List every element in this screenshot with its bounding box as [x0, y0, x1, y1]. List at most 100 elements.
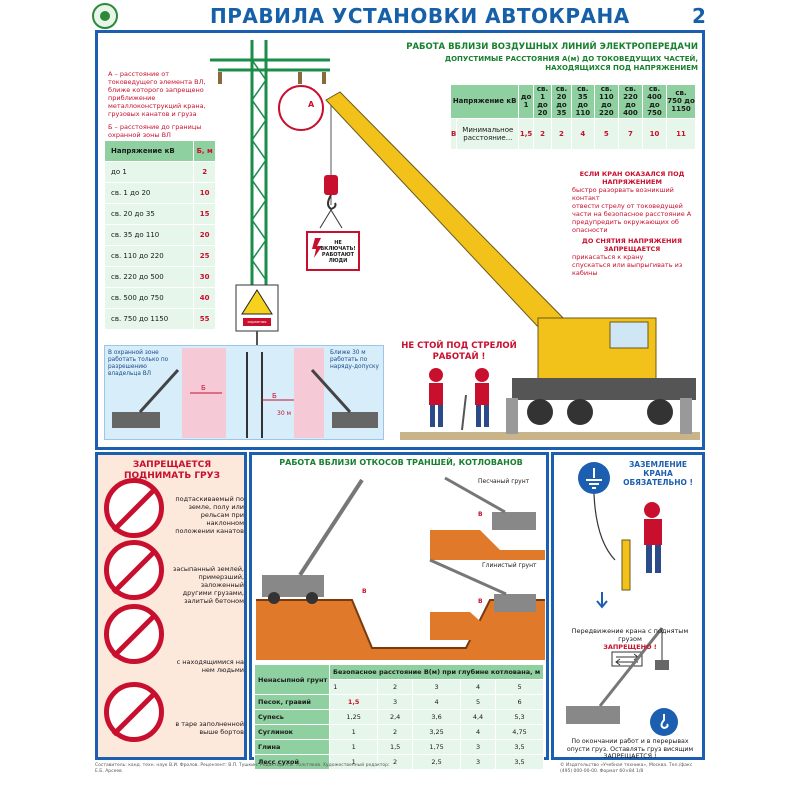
- label-v: В: [478, 598, 483, 605]
- worker-icon: [461, 368, 489, 431]
- distance-row-label: В: [449, 117, 458, 151]
- zone-voltage: св. 750 до 1150: [103, 308, 195, 330]
- publisher-logo-icon: [92, 3, 118, 29]
- label-sandy: Песчаный грунт: [478, 478, 530, 485]
- distance-table: Напряжение кВ до 1 св. 1 до 20 св. 20 до…: [449, 84, 696, 151]
- forbidden-caption: в таре заполненной выше бортов: [175, 720, 244, 736]
- soil-name: Супесь: [253, 709, 331, 725]
- arrow-down-icon: [596, 592, 608, 609]
- zone-value: 55: [193, 308, 216, 330]
- power-lines-subtitle: ДОПУСТИМЫЕ РАССТОЯНИЯ А(м) ДО ТОКОВЕДУЩИ…: [444, 55, 698, 72]
- distance-description: А – расстояние от токоведущего элемента …: [108, 70, 208, 139]
- crane-under-voltage-note: ЕСЛИ КРАН ОКАЗАЛСЯ ПОД НАПРЯЖЕНИЕМ быстр…: [572, 170, 692, 277]
- soil-value: 1: [329, 739, 379, 755]
- inset-note-left: В охранной зоне работать только по разре…: [108, 350, 169, 377]
- warning-board-caption: охранная зона: [247, 319, 267, 329]
- crane-truck-icon: [112, 368, 180, 428]
- move-warning: Передвижение крана с поднятым грузом ЗАП…: [560, 627, 700, 651]
- hook-sign-icon: [650, 708, 678, 736]
- forbidden-lift-title: ЗАПРЕЩАЕТСЯ ПОДНИМАТЬ ГРУЗ: [124, 460, 220, 481]
- footer-publisher: © Издательство «Учебная техника», Москва…: [560, 763, 693, 774]
- forbidden-item: прикасаться к крану: [572, 253, 644, 261]
- ground-cable: [593, 493, 616, 561]
- move-text: Передвижение крана с поднятым грузом: [571, 627, 689, 643]
- desc-a: А – расстояние от токоведущего элемента …: [108, 70, 206, 118]
- prohibition-sign-icon: [104, 682, 164, 742]
- crane-truck-icon: [566, 627, 669, 724]
- zone-value: 20: [193, 224, 216, 246]
- distance-col: св. 220 до 400: [617, 84, 643, 119]
- slope-sandy: [430, 530, 545, 560]
- label-v: В: [478, 511, 483, 518]
- zone-voltage: св. 35 до 110: [103, 224, 195, 246]
- soil-value: 3,5: [495, 754, 544, 770]
- zone-value: 2: [193, 161, 216, 183]
- desc-b: Б – расстояние до границы охранной зоны …: [108, 123, 202, 139]
- zone-header-b: Б, м: [193, 140, 216, 162]
- soil-value: 2: [377, 754, 414, 770]
- soil-depth: 4: [459, 679, 497, 695]
- distance-col: св. 400 до 750: [641, 84, 668, 119]
- page-header: ПРАВИЛА УСТАНОВКИ АВТОКРАНА 2: [0, 0, 800, 32]
- soil-value: 5,3: [495, 709, 544, 725]
- protection-zone-right: [294, 348, 324, 438]
- zone-value: 40: [193, 287, 216, 309]
- zone-voltage: св. 220 до 500: [103, 266, 195, 288]
- soil-value: 3: [459, 754, 497, 770]
- soil-value: 2: [377, 724, 414, 740]
- grounding-rod: [621, 539, 631, 591]
- distance-value: 7: [617, 117, 643, 151]
- inset-label-30: 30 м: [277, 410, 292, 417]
- worker-icon: [429, 368, 443, 427]
- danger-sign-text: НЕ ВКЛЮЧАТЬ! РАБОТАЮТ ЛЮДИ: [320, 240, 356, 264]
- distance-value: 2: [551, 117, 572, 151]
- distance-value: 4: [570, 117, 595, 151]
- forbidden-caption: подтаскиваемый по земле, полу или рельса…: [175, 495, 244, 535]
- grounding-title: ЗАЗЕМЛЕНИЕ КРАНА ОБЯЗАТЕЛЬНО !: [623, 460, 693, 487]
- under-voltage-item: отвести стрелу от токоведущей части на б…: [572, 202, 692, 218]
- distance-row-desc: Минимальное расстояние...: [456, 117, 520, 151]
- inset-label-b: Б: [201, 384, 206, 392]
- prohibition-sign-icon: [104, 540, 164, 600]
- crane-truck-icon: [444, 476, 536, 530]
- trenches-title: РАБОТА ВБЛИЗИ ОТКОСОВ ТРАНШЕЙ, КОТЛОВАНО…: [279, 458, 523, 467]
- power-lines-title: РАБОТА ВБЛИЗИ ВОЗДУШНЫХ ЛИНИЙ ЭЛЕКТРОПЕР…: [406, 42, 698, 52]
- ground-strip: [400, 432, 700, 440]
- distance-col: до 1: [518, 84, 534, 119]
- footer-credits: Составитель: канд. техн. наук В.И. Фроло…: [95, 763, 390, 774]
- distance-col: св. 1 до 20: [532, 84, 553, 119]
- soil-value: 2,5: [412, 754, 461, 770]
- worker-icon: [644, 502, 662, 573]
- distance-col: св. 35 до 110: [570, 84, 595, 119]
- crane-truck-icon: [429, 558, 536, 612]
- page-title: ПРАВИЛА УСТАНОВКИ АВТОКРАНА: [210, 4, 630, 28]
- distance-col: св. 20 до 35: [551, 84, 572, 119]
- zone-value: 10: [193, 182, 216, 204]
- warning-board-caption-bg: [243, 318, 271, 326]
- zone-header-voltage: Напряжение кВ: [103, 140, 195, 162]
- power-tower-icon: [210, 40, 330, 300]
- soil-value: 4,75: [495, 724, 544, 740]
- prohibition-sign-icon: [104, 604, 164, 664]
- label-clay: Глинистый грунт: [482, 562, 537, 569]
- distance-col: св. 750 до 1150: [666, 84, 696, 119]
- soil-table: Ненасыпной грунт Безопасное расстояние В…: [253, 664, 544, 770]
- forbidden-item: спускаться или выпрыгивать из кабины: [572, 261, 683, 277]
- soil-name: Лесс сухой: [253, 754, 331, 770]
- crane-truck-icon: [310, 368, 378, 428]
- zone-value: 30: [193, 266, 216, 288]
- crane-truck-icon: [262, 478, 364, 604]
- zone-value: 15: [193, 203, 216, 225]
- forbidden-caption: с находящимися на нем людьми: [176, 658, 244, 674]
- soil-depth: 2: [377, 679, 414, 695]
- label-a: А: [308, 100, 315, 109]
- inset-note-right: Ближе 30 м работать по наряду-допуску: [330, 350, 379, 370]
- label-v: В: [362, 588, 367, 595]
- warning-triangle-icon: [241, 289, 273, 315]
- soil-value: 3,5: [495, 739, 544, 755]
- under-voltage-title: ЕСЛИ КРАН ОКАЗАЛСЯ ПОД НАПРЯЖЕНИЕМ: [579, 170, 685, 186]
